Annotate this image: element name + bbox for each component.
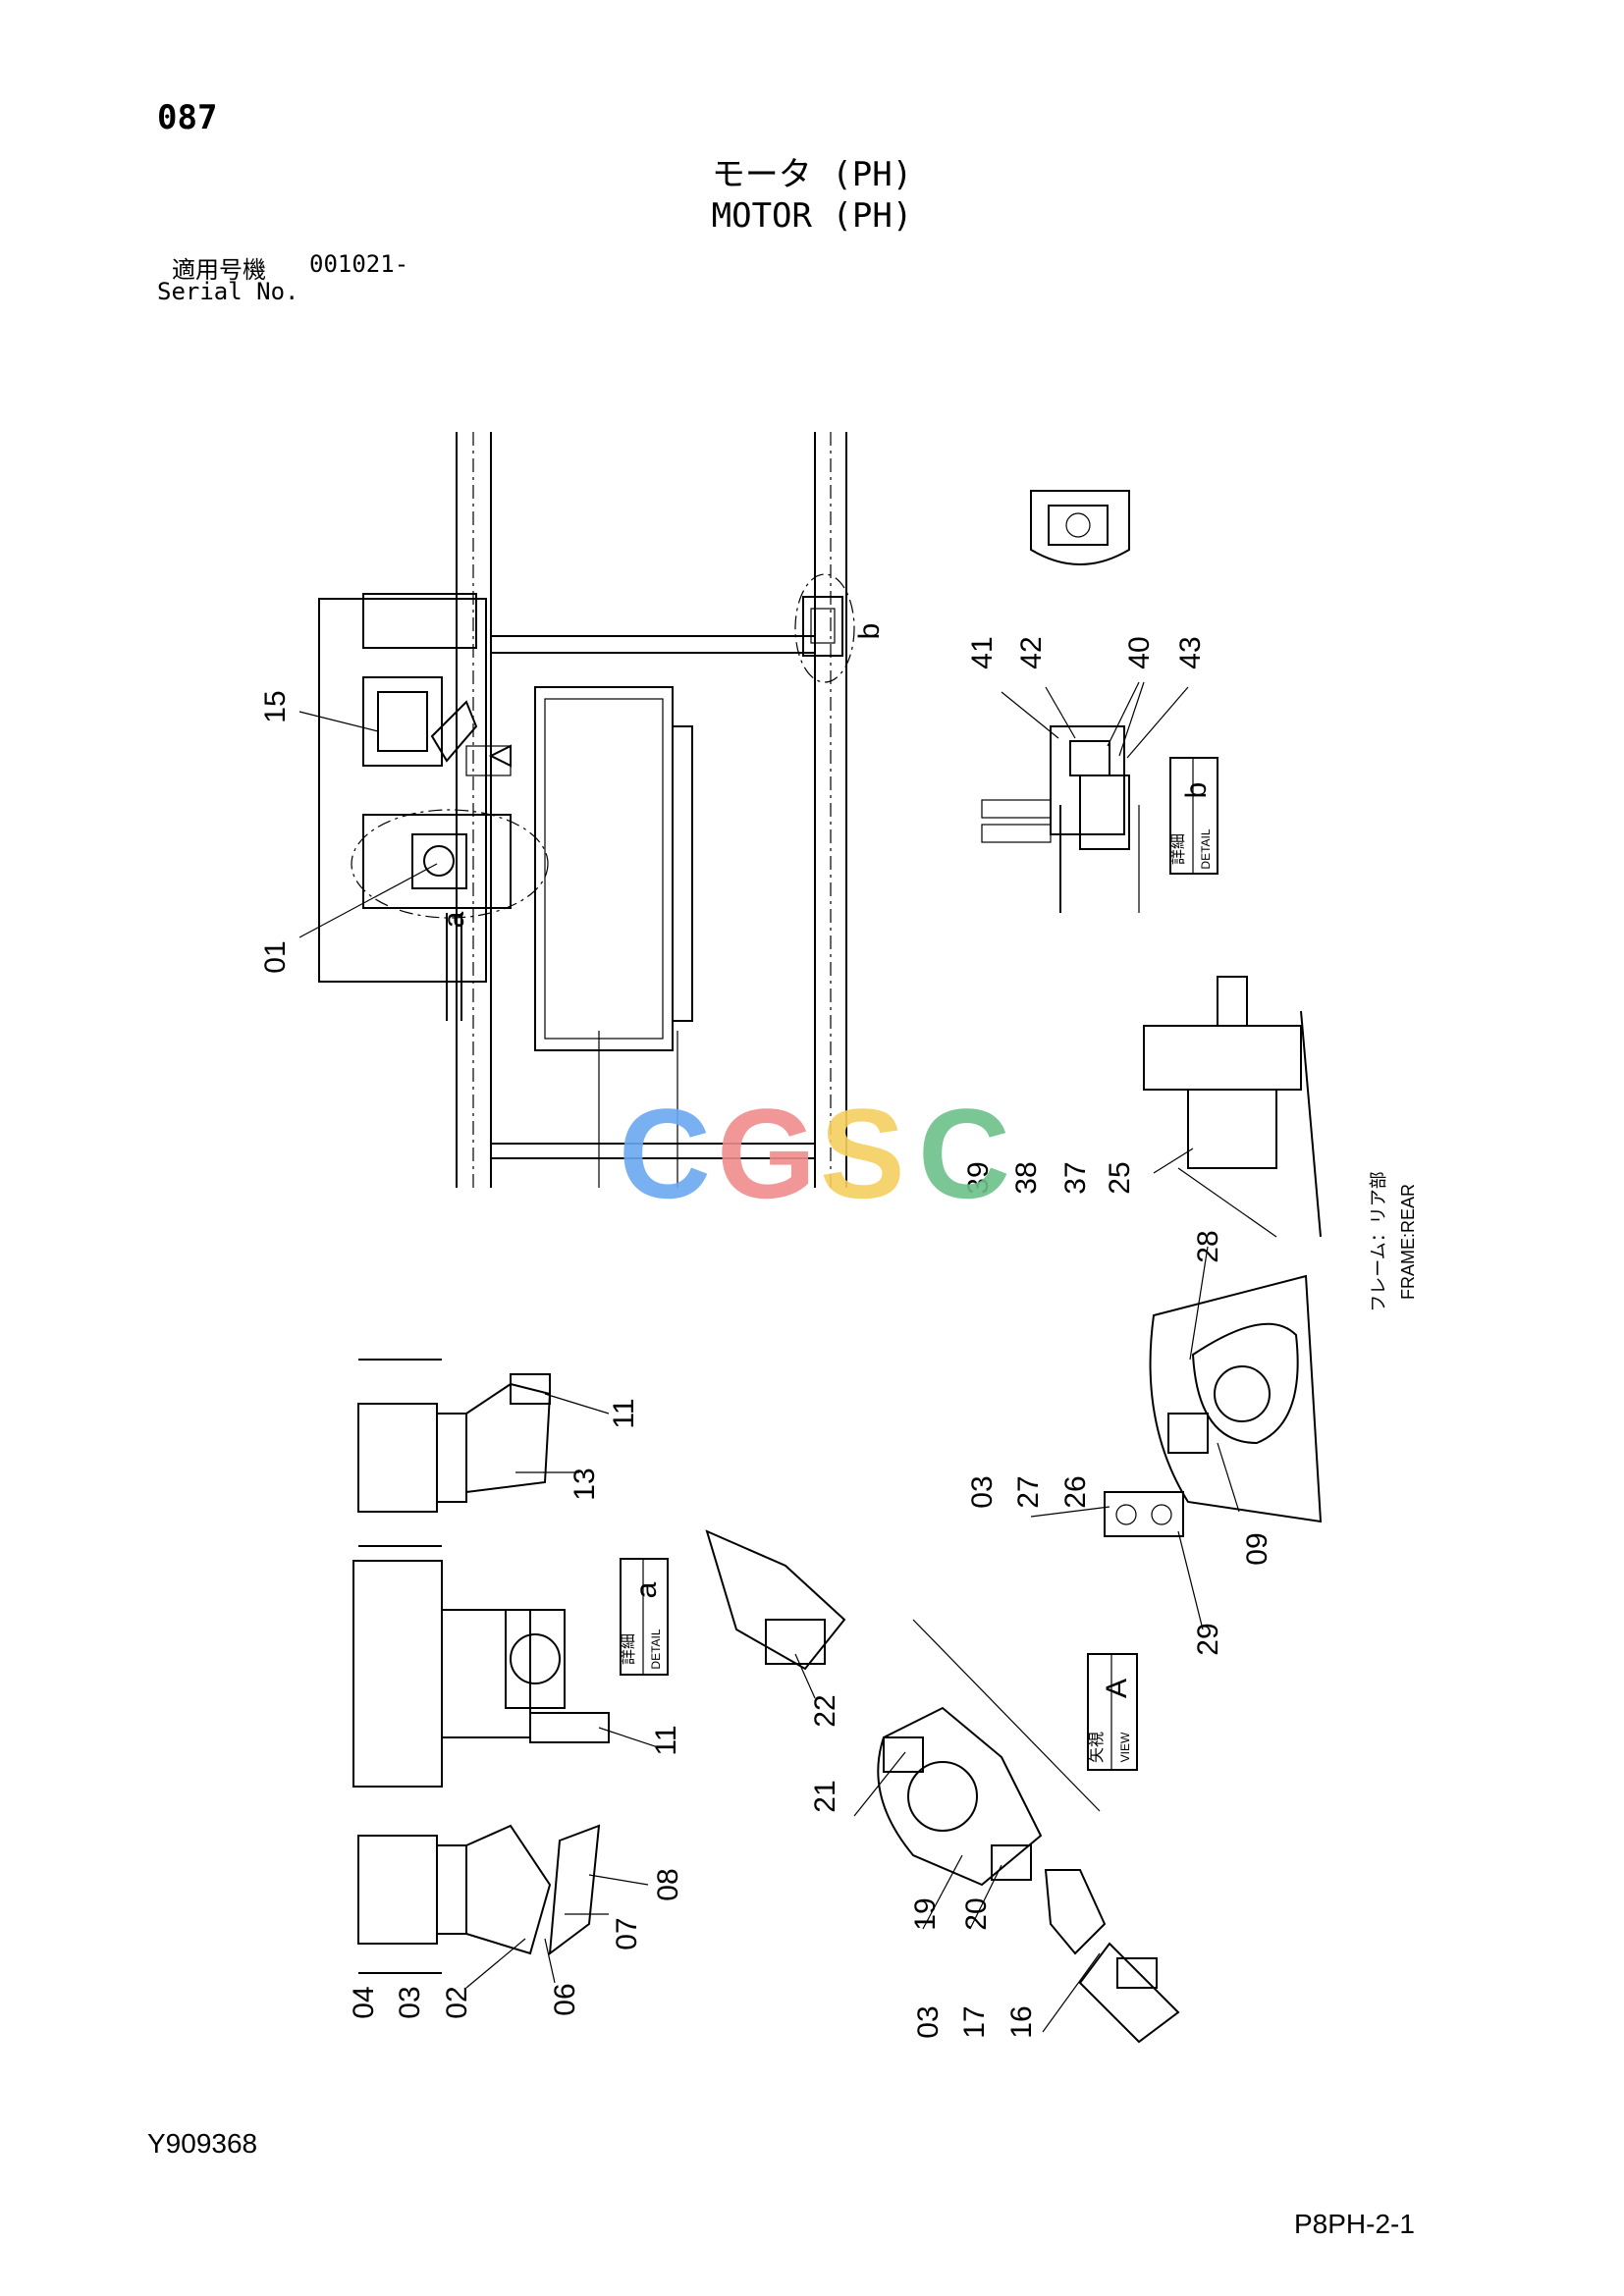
frame-label-en: FRAME:REAR xyxy=(1398,1184,1418,1300)
callout-20: 20 xyxy=(960,1897,993,1930)
callout-42: 42 xyxy=(1015,636,1048,668)
callout-a: a xyxy=(438,911,470,928)
serial-label-japanese: 適用号機 xyxy=(172,256,266,284)
callout-37: 37 xyxy=(1059,1161,1092,1194)
callout-13: 13 xyxy=(568,1468,601,1500)
callout-b: b xyxy=(853,623,886,640)
main-frame-assembly xyxy=(298,432,855,1188)
callout-11-a: 11 xyxy=(608,1398,640,1428)
callout-43: 43 xyxy=(1174,636,1207,668)
callout-29: 29 xyxy=(1192,1623,1224,1655)
view-a-letter: A xyxy=(1101,1679,1133,1698)
callout-03-b: 03 xyxy=(394,1986,426,2018)
callout-25: 25 xyxy=(1104,1161,1136,1194)
callout-39: 39 xyxy=(962,1161,995,1194)
view-a-en: VIEW xyxy=(1118,1732,1132,1762)
drawing-code: Y909368 xyxy=(147,2128,258,2159)
detail-b-drawing xyxy=(981,490,1189,913)
callout-07: 07 xyxy=(611,1917,643,1949)
view-a-box: A 矢視 VIEW xyxy=(1087,1653,1138,1771)
callout-19: 19 xyxy=(909,1897,942,1930)
detail-a-letter: a xyxy=(630,1581,663,1598)
callout-labels: 15 01 a b 41 42 40 43 39 38 37 25 28 09 … xyxy=(259,623,1273,2039)
detail-b-en: DETAIL xyxy=(1199,828,1213,869)
detail-a-drawing xyxy=(352,1359,659,1989)
watermark-letter-c2: C xyxy=(918,1082,1010,1225)
frame-label-jp: フレーム：リア部 xyxy=(1369,1171,1388,1311)
page-title-japanese: モータ (PH) xyxy=(711,155,913,194)
callout-02: 02 xyxy=(441,1986,473,2018)
callout-03-a: 03 xyxy=(966,1475,999,1508)
view-a-drawing xyxy=(705,1491,1204,2044)
view-a-jp: 矢視 xyxy=(1088,1732,1106,1763)
detail-a-jp: 詳細 xyxy=(620,1633,637,1665)
callout-21: 21 xyxy=(809,1780,841,1812)
callout-09: 09 xyxy=(1241,1532,1273,1565)
callout-15: 15 xyxy=(259,690,292,722)
callout-26: 26 xyxy=(1059,1475,1092,1508)
frame-rear-drawing xyxy=(1143,976,1323,1523)
callout-22: 22 xyxy=(809,1694,841,1727)
callout-27: 27 xyxy=(1012,1475,1045,1508)
callout-01: 01 xyxy=(259,940,292,973)
page-number: 087 xyxy=(157,98,218,137)
callout-08: 08 xyxy=(652,1868,684,1900)
detail-b-box: b 詳細 DETAIL xyxy=(1169,757,1218,875)
callout-28: 28 xyxy=(1192,1230,1224,1262)
callout-17: 17 xyxy=(958,2005,991,2038)
callout-40: 40 xyxy=(1123,636,1156,668)
callout-41: 41 xyxy=(966,636,999,668)
watermark-letter-s: S xyxy=(820,1082,905,1225)
serial-label-english: Serial No. xyxy=(157,278,299,305)
callout-03-c: 03 xyxy=(912,2005,945,2038)
page-title-english: MOTOR (PH) xyxy=(711,196,913,236)
serial-number-value: 001021- xyxy=(309,250,409,278)
callout-38: 38 xyxy=(1010,1161,1043,1194)
callout-11-b: 11 xyxy=(650,1725,682,1755)
watermark-letter-c1: C xyxy=(619,1082,711,1225)
watermark-letter-g: G xyxy=(717,1082,816,1225)
callout-06: 06 xyxy=(549,1983,581,2015)
detail-a-en: DETAIL xyxy=(649,1629,663,1669)
detail-b-letter: b xyxy=(1180,782,1213,799)
cgsc-watermark: C G S C xyxy=(619,1082,1010,1225)
callout-16: 16 xyxy=(1005,2005,1038,2038)
detail-a-box: a 詳細 DETAIL xyxy=(620,1558,669,1676)
sheet-code: P8PH-2-1 xyxy=(1294,2209,1415,2239)
detail-b-jp: 詳細 xyxy=(1169,833,1187,865)
callout-04: 04 xyxy=(348,1986,380,2018)
